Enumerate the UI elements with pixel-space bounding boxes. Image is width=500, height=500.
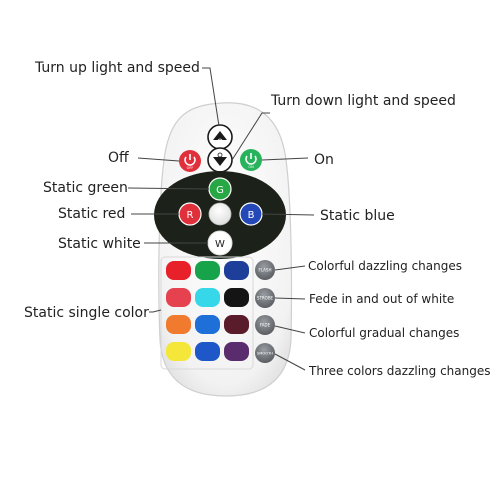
label-turn-up: Turn up light and speed xyxy=(35,60,200,76)
static-blue-button[interactable]: B xyxy=(239,202,263,226)
static-green-button[interactable]: G xyxy=(208,177,232,201)
static-red-button[interactable]: R xyxy=(178,202,202,226)
off-caption: OFF xyxy=(187,166,194,170)
color-grid-frame xyxy=(160,256,254,370)
svg-text:R: R xyxy=(187,210,194,221)
color-button-r2-c3[interactable] xyxy=(224,288,249,307)
color-button-r4-c1[interactable] xyxy=(166,342,191,361)
label-off: Off xyxy=(108,150,129,166)
color-button-r1-c1[interactable] xyxy=(166,261,191,280)
color-button-r3-c2[interactable] xyxy=(195,315,220,334)
flash-button[interactable]: FLASH xyxy=(255,260,275,280)
leader-turn-up xyxy=(202,67,220,127)
sun-icon xyxy=(217,138,223,144)
label-static-blue: Static blue xyxy=(320,208,395,224)
color-button-r3-c1[interactable] xyxy=(166,315,191,334)
label-static-single-color: Static single color xyxy=(24,305,149,321)
leader-turn-down xyxy=(231,112,270,161)
label-strobe-desc: Fede in and out of white xyxy=(309,292,455,306)
strobe-button[interactable]: STROBE xyxy=(255,288,275,308)
svg-text:B: B xyxy=(248,210,255,221)
svg-text:W: W xyxy=(215,239,225,250)
label-flash-desc: Colorful dazzling changes xyxy=(308,259,462,273)
static-white-button[interactable]: W xyxy=(207,230,233,256)
label-static-white: Static white xyxy=(58,236,141,252)
leader-fade xyxy=(274,325,306,334)
svg-text:FADE: FADE xyxy=(260,323,271,328)
leader-lines xyxy=(127,67,315,371)
center-white-button[interactable] xyxy=(208,202,232,226)
label-on: On xyxy=(314,152,334,168)
leader-static-blue xyxy=(261,213,315,216)
color-button-r2-c2[interactable] xyxy=(195,288,220,307)
color-button-r1-c3[interactable] xyxy=(224,261,249,280)
sun-icon xyxy=(217,152,223,158)
color-button-r3-c3[interactable] xyxy=(224,315,249,334)
turn-up-button[interactable] xyxy=(207,124,233,150)
color-button-r1-c2[interactable] xyxy=(195,261,220,280)
color-grid xyxy=(166,261,249,361)
power-icon xyxy=(245,155,257,165)
leader-off xyxy=(137,157,180,162)
label-static-red: Static red xyxy=(58,206,126,222)
color-button-r2-c1[interactable] xyxy=(166,288,191,307)
svg-text:G: G xyxy=(216,185,224,196)
fade-button[interactable]: FADE xyxy=(255,315,275,335)
arrow-up-icon xyxy=(213,131,227,140)
arrow-down-icon xyxy=(213,157,227,166)
leader-flash xyxy=(274,265,306,271)
label-smooth-desc: Three colors dazzling changes xyxy=(309,364,491,378)
power-icon xyxy=(184,156,196,166)
on-button[interactable]: ON xyxy=(240,149,262,171)
off-button[interactable]: OFF xyxy=(179,150,201,172)
leader-strobe xyxy=(274,297,306,300)
svg-text:SMOOTH: SMOOTH xyxy=(257,352,273,356)
leader-static-single-color xyxy=(149,309,162,313)
label-fade-desc: Colorful gradual changes xyxy=(309,326,460,340)
color-button-r4-c3[interactable] xyxy=(224,342,249,361)
leader-static-green xyxy=(127,187,210,190)
leader-smooth xyxy=(274,353,306,371)
label-static-green: Static green xyxy=(43,180,128,196)
smooth-button[interactable]: SMOOTH xyxy=(255,343,275,363)
leader-on xyxy=(261,157,309,161)
svg-text:FLASH: FLASH xyxy=(259,268,272,273)
turn-down-button[interactable] xyxy=(207,147,233,173)
color-button-r4-c2[interactable] xyxy=(195,342,220,361)
label-turn-down: Turn down light and speed xyxy=(271,93,456,109)
svg-text:STROBE: STROBE xyxy=(257,296,274,301)
on-caption: ON xyxy=(248,165,254,169)
